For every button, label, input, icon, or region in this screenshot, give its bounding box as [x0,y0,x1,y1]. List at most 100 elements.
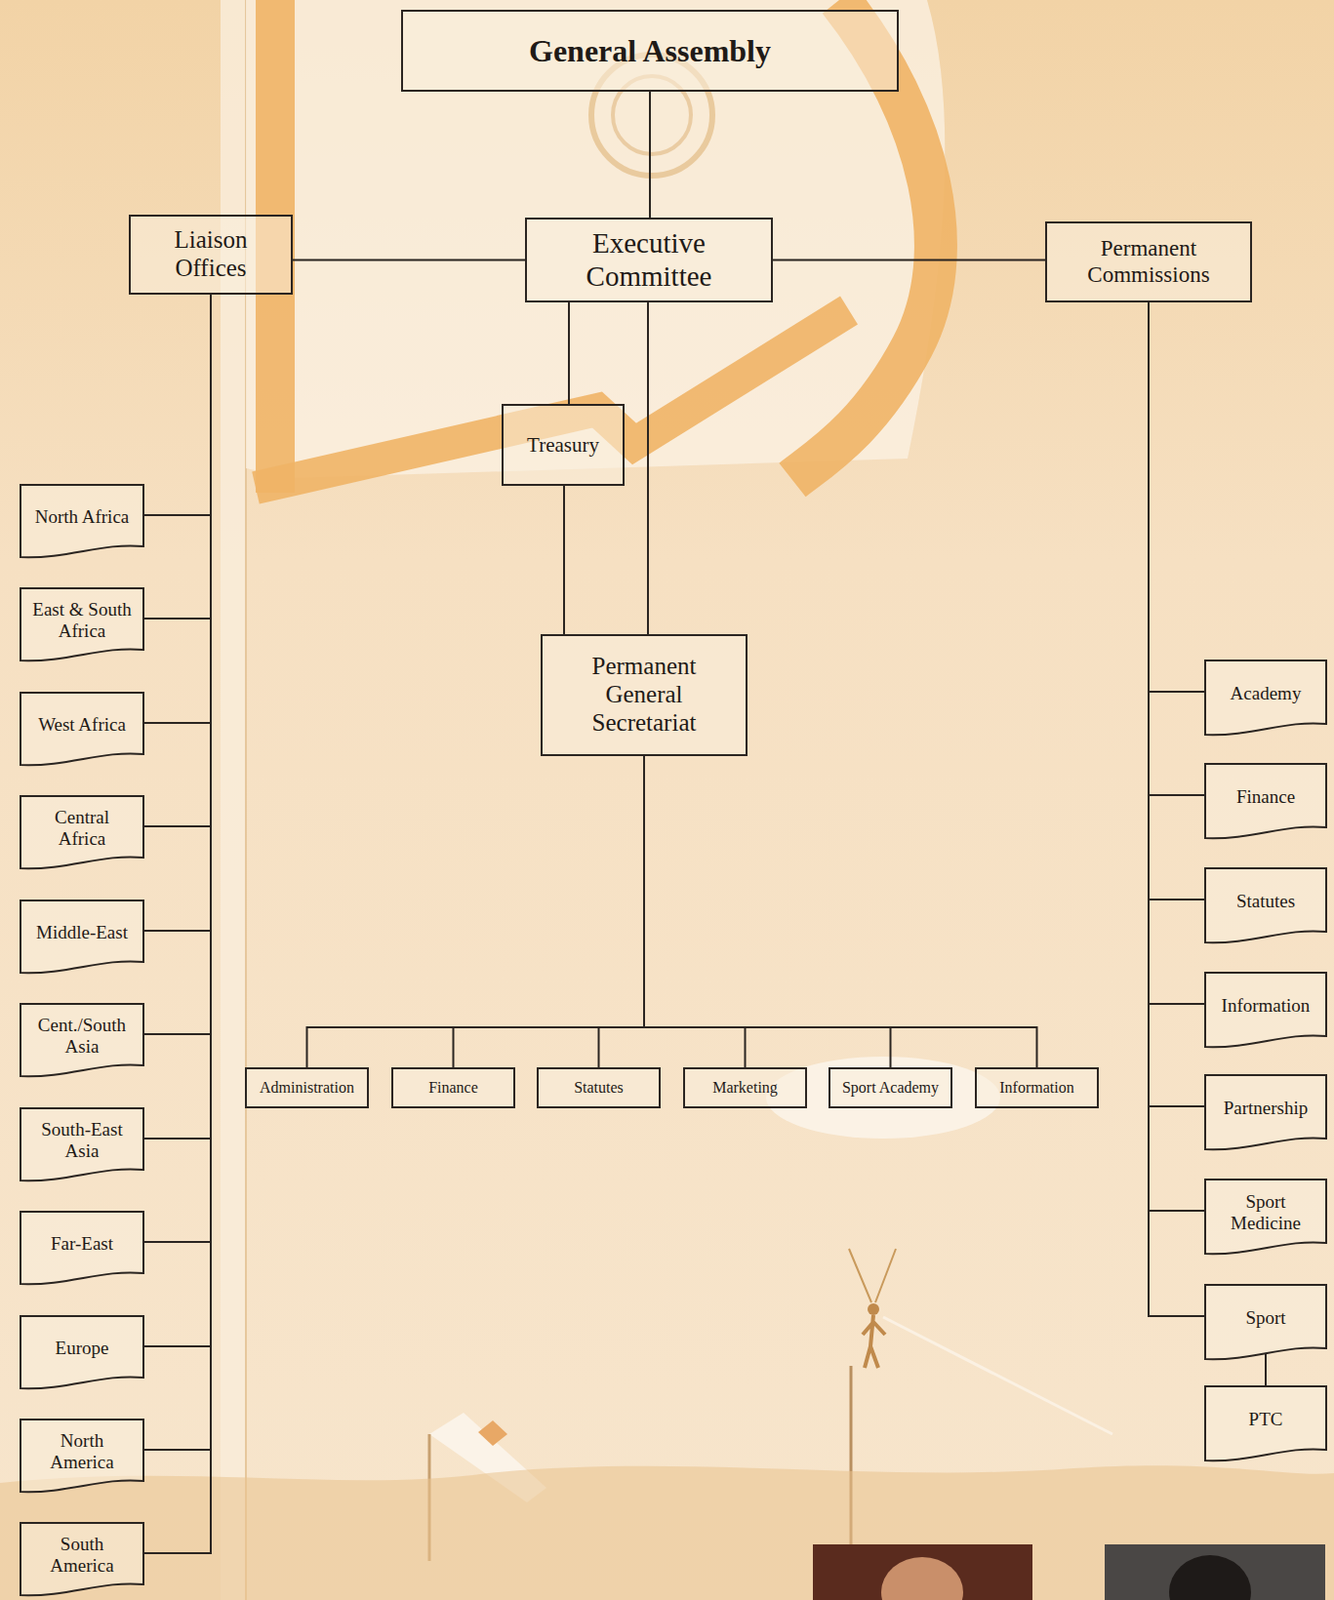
document-outline [1205,868,1327,943]
connector-line [144,294,211,619]
document-box: Cent./South Asia [19,1003,145,1080]
box-label: East & South Africa [29,599,135,643]
box-label: Permanent General Secretariat [571,652,717,737]
connector-line [144,294,211,1035]
box-label: Cent./South Asia [29,1014,135,1058]
connector-line [772,259,1046,262]
box-label: Sport Medicine [1213,1191,1318,1235]
box-label: Statutes [544,1079,653,1097]
parachute-lines [848,1249,896,1303]
document-box: South-East Asia [19,1107,145,1184]
connector-line [307,756,646,1068]
connector-line [1148,302,1205,900]
document-outline [20,588,144,661]
box-label: Treasury [509,433,617,457]
connector-line [1148,302,1205,796]
box-label: West Africa [29,714,135,736]
box-label: Executive Committee [532,227,766,293]
connector-line [292,259,526,262]
document-box: Finance [1204,763,1328,842]
document-outline [20,1108,144,1181]
document-box: South America [19,1522,145,1599]
box-label: Central Africa [29,807,135,850]
org-box: Statutes [536,1067,661,1109]
label-group: PTC [1213,1409,1318,1431]
label-group: Permanent Commissions [1054,236,1243,288]
label-group: Information [982,1079,1092,1097]
document-box: Sport Medicine [1204,1178,1328,1257]
box-label: Far-East [29,1233,135,1255]
org-box: Sport Academy [828,1067,953,1109]
document-box: East & South Africa [19,587,145,664]
parachutist [862,1315,886,1369]
document-outline [20,1419,144,1493]
document-outline [20,796,144,869]
box-label: Academy [1213,683,1318,705]
connector-line [644,756,746,1068]
org-box: Liaison Offices [128,214,293,295]
connector-line [1148,302,1205,1317]
document-box: Sport [1204,1284,1328,1363]
document-box: Far-East [19,1211,145,1288]
org-box: Marketing [683,1067,808,1109]
label-group: Cent./South Asia [29,1014,135,1058]
document-box: Central Africa [19,795,145,872]
label-group: Far-East [29,1233,135,1255]
connector-line [144,294,211,1451]
label-group: General Assembly [412,33,888,70]
box-label: Liaison Offices [138,226,283,283]
document-outline [20,1212,144,1285]
connector-line [144,294,211,827]
box-label: Statutes [1213,890,1318,913]
box-label: PTC [1213,1409,1318,1431]
label-group: Statutes [544,1079,653,1097]
label-group: Sport Academy [836,1079,945,1097]
document-box: Statutes [1204,867,1328,946]
document-outline [20,1004,144,1077]
connector-line [144,294,211,1347]
connector-line [1148,302,1205,692]
label-group: Central Africa [29,807,135,850]
document-outline [1205,1285,1327,1360]
box-label: Middle-East [29,922,135,944]
document-outline [1205,1179,1327,1254]
label-group: Liaison Offices [138,226,283,283]
box-label: Sport Academy [836,1079,945,1097]
document-outline [1205,660,1327,735]
connector-line [567,302,570,405]
connector-line [144,294,211,931]
document-box: Middle-East [19,899,145,976]
org-box: Finance [391,1067,516,1109]
box-label: Information [982,1079,1092,1097]
connector-line [144,294,211,724]
label-group: Treasury [509,433,617,457]
org-box: General Assembly [401,9,899,92]
label-group: Sport [1213,1307,1318,1330]
connector-line [453,756,646,1068]
connector-line [1148,302,1205,1107]
connector-line [644,756,891,1068]
org-box: Executive Committee [525,217,773,303]
box-label: Europe [29,1337,135,1360]
label-group: North Africa [29,506,135,528]
box-label: Information [1213,995,1318,1017]
label-group: Academy [1213,683,1318,705]
label-group: South-East Asia [29,1119,135,1163]
org-box: Treasury [501,404,625,486]
connector-line [144,294,211,516]
document-box: Partnership [1204,1074,1328,1153]
connector-line [1264,1354,1267,1386]
photo-face [1169,1555,1252,1600]
document-box: Academy [1204,659,1328,738]
label-group: Europe [29,1337,135,1360]
document-outline [1205,1075,1327,1150]
document-outline [20,485,144,558]
document-outline [20,900,144,973]
document-box: North America [19,1418,145,1496]
label-group: South America [29,1534,135,1577]
org-box: Permanent Commissions [1045,221,1253,303]
connector-line [144,294,211,1243]
document-outline [1205,764,1327,839]
photo-face [881,1557,964,1600]
